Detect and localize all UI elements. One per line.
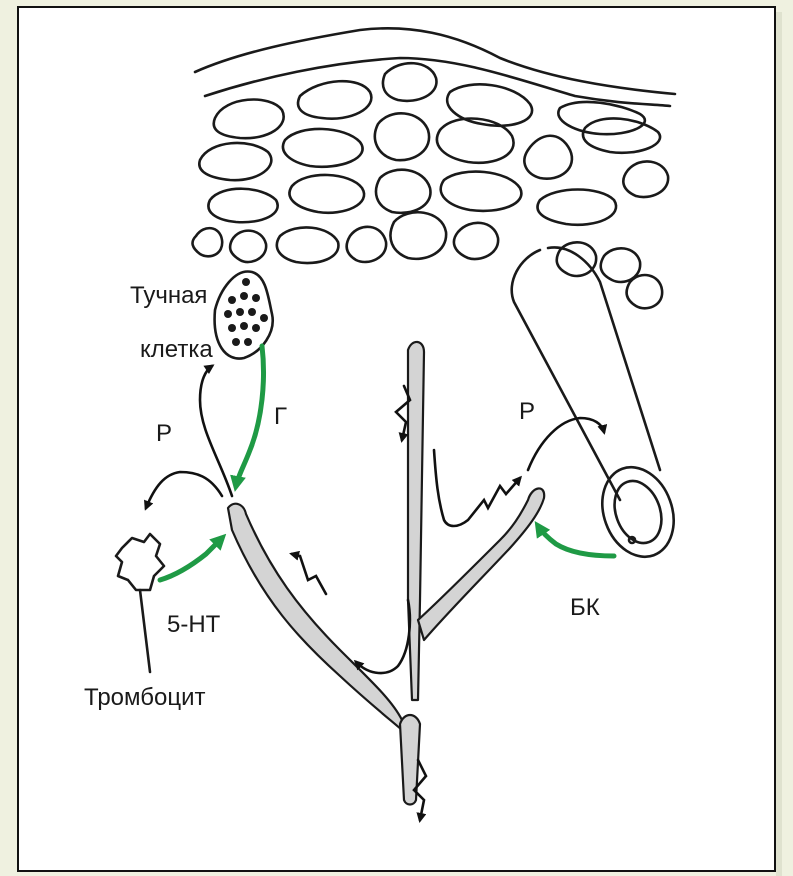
- skin-tissue: [193, 28, 675, 308]
- label-serotonin: 5-НТ: [167, 611, 221, 638]
- label-receptor-left: Р: [156, 420, 172, 447]
- blood-vessel: [512, 247, 686, 566]
- label-receptor-right: Р: [519, 398, 535, 425]
- label-mast-cell-line1: Тучная: [130, 282, 207, 309]
- label-histamine: Г: [274, 403, 287, 430]
- green-arrows: [160, 346, 614, 580]
- label-bradykinin: БК: [570, 594, 600, 621]
- label-platelet: Тромбоцит: [84, 684, 205, 711]
- black-arrows: [146, 366, 604, 820]
- platelet: [116, 534, 164, 672]
- label-mast-cell-line2: клетка: [140, 336, 213, 363]
